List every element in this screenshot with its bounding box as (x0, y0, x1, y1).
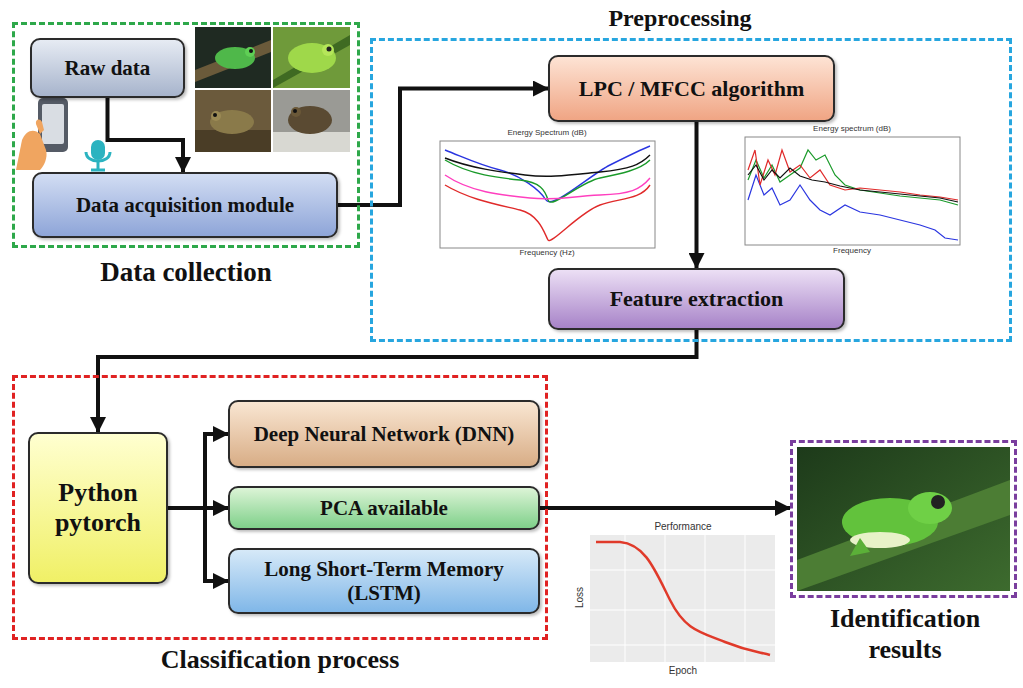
region-heading: Identification results (805, 603, 1005, 665)
frog-photo-part (215, 47, 255, 69)
frog-photo-part (288, 43, 336, 73)
energy-chart-part (445, 146, 650, 202)
process-box: Long Short-Term Memory (LSTM) (228, 548, 540, 614)
frog-photo-part (273, 27, 350, 88)
energy-chart-part (748, 150, 958, 200)
box-label: Raw data (65, 56, 151, 80)
loss-chart-part (596, 542, 770, 655)
data-collection-region: Data collectionRaw dataData acquisition … (12, 22, 360, 248)
frog-photo-part (195, 27, 271, 88)
chart-label: Frequency (833, 247, 871, 256)
chart-label: Performance (654, 521, 711, 532)
process-box: Deep Neural Network (DNN) (228, 400, 540, 468)
frog-photo-part (195, 90, 271, 152)
box-label: Python pytorch (43, 478, 153, 538)
result-frog-photo (797, 447, 1010, 591)
loss-chart-part (625, 535, 626, 662)
flow-arrow (168, 508, 228, 581)
energy-chart-part (748, 165, 958, 202)
energy-chart-part (445, 175, 650, 199)
phone-icon-part (16, 131, 47, 170)
phone-icon-part (42, 104, 64, 144)
identification-region: Identification results (790, 440, 1017, 598)
result-frog-photo-part (850, 538, 870, 556)
energy-chart (745, 137, 960, 245)
energy-chart (440, 141, 655, 248)
region-heading: Classification process (110, 644, 450, 675)
frog-photo-part (211, 111, 221, 121)
phone-icon-part (36, 120, 44, 134)
box-label: PCA available (320, 496, 448, 520)
frog-photo (273, 90, 350, 152)
chart-label: Epoch (669, 665, 697, 676)
frog-photo-part (293, 109, 297, 113)
energy-chart-part (748, 150, 958, 205)
process-box: PCA available (228, 486, 540, 530)
phone-icon (16, 98, 68, 170)
energy-chart-part (440, 141, 655, 248)
frog-photo-part (273, 35, 350, 88)
region-heading: Data collection (60, 256, 312, 288)
frog-photo-part (245, 47, 255, 57)
preprocessing-region: PreprocessingLPC / MFCC algorithmFeature… (370, 38, 1012, 342)
result-frog-photo-part (797, 480, 1010, 591)
flow-arrow (168, 434, 228, 508)
box-label: Deep Neural Network (DNN) (254, 422, 515, 446)
loss-chart-part (665, 535, 666, 662)
energy-chart-part (745, 137, 960, 245)
box-label: Data acquisition module (76, 193, 294, 217)
chart-label: Energy Spectrum (dB) (507, 129, 586, 138)
loss-chart (590, 535, 775, 662)
frog-photo-part (288, 106, 332, 134)
frog-photo-part (249, 49, 253, 53)
process-box: LPC / MFCC algorithm (548, 55, 835, 122)
flow-arrow (108, 98, 184, 172)
frog-photo-part (273, 132, 350, 152)
box-label: Long Short-Term Memory (LSTM) (249, 557, 519, 605)
flow-arrow (695, 122, 699, 268)
microphone-icon (86, 140, 110, 170)
loss-chart-part (745, 535, 746, 662)
box-label: LPC / MFCC algorithm (579, 76, 804, 101)
process-box: Feature extraction (548, 268, 845, 330)
frog-photo (273, 27, 350, 88)
result-frog-photo-part (931, 495, 945, 509)
box-label: Feature extraction (610, 286, 784, 311)
frog-photo-part (195, 40, 271, 82)
chart-label: Frequency (Hz) (519, 249, 574, 258)
loss-chart-part (590, 645, 775, 646)
process-box: Raw data (30, 38, 185, 98)
frog-photo-part (327, 47, 332, 52)
frog-photo (195, 90, 271, 152)
frog-photo-part (210, 110, 254, 134)
microphone-icon-part (91, 140, 105, 160)
chart-label: Energy spectrum (dB) (813, 125, 891, 134)
flow-arrow (540, 506, 790, 510)
process-box: Python pytorch (28, 432, 168, 584)
result-frog-photo-part (797, 447, 1010, 591)
loss-chart-part (590, 570, 775, 571)
region-heading: Preprocessing (560, 4, 800, 33)
loss-chart-part (705, 535, 706, 662)
frog-photo-part (322, 44, 334, 56)
energy-chart-part (445, 160, 650, 202)
loss-chart-part (590, 535, 775, 662)
result-frog-photo-part (908, 492, 952, 524)
microphone-icon-part (86, 152, 110, 161)
energy-chart-part (445, 155, 650, 176)
process-box: Data acquisition module (32, 172, 338, 238)
chart-label: Loss (574, 587, 585, 608)
frog-photo-part (291, 107, 301, 117)
frog-photo (195, 27, 271, 88)
frog-photo-part (213, 113, 217, 117)
classification-region: Classification processPython pytorchDeep… (12, 375, 548, 640)
energy-chart-part (748, 175, 958, 240)
frog-photo-part (273, 90, 350, 152)
loss-chart-part (590, 610, 775, 611)
